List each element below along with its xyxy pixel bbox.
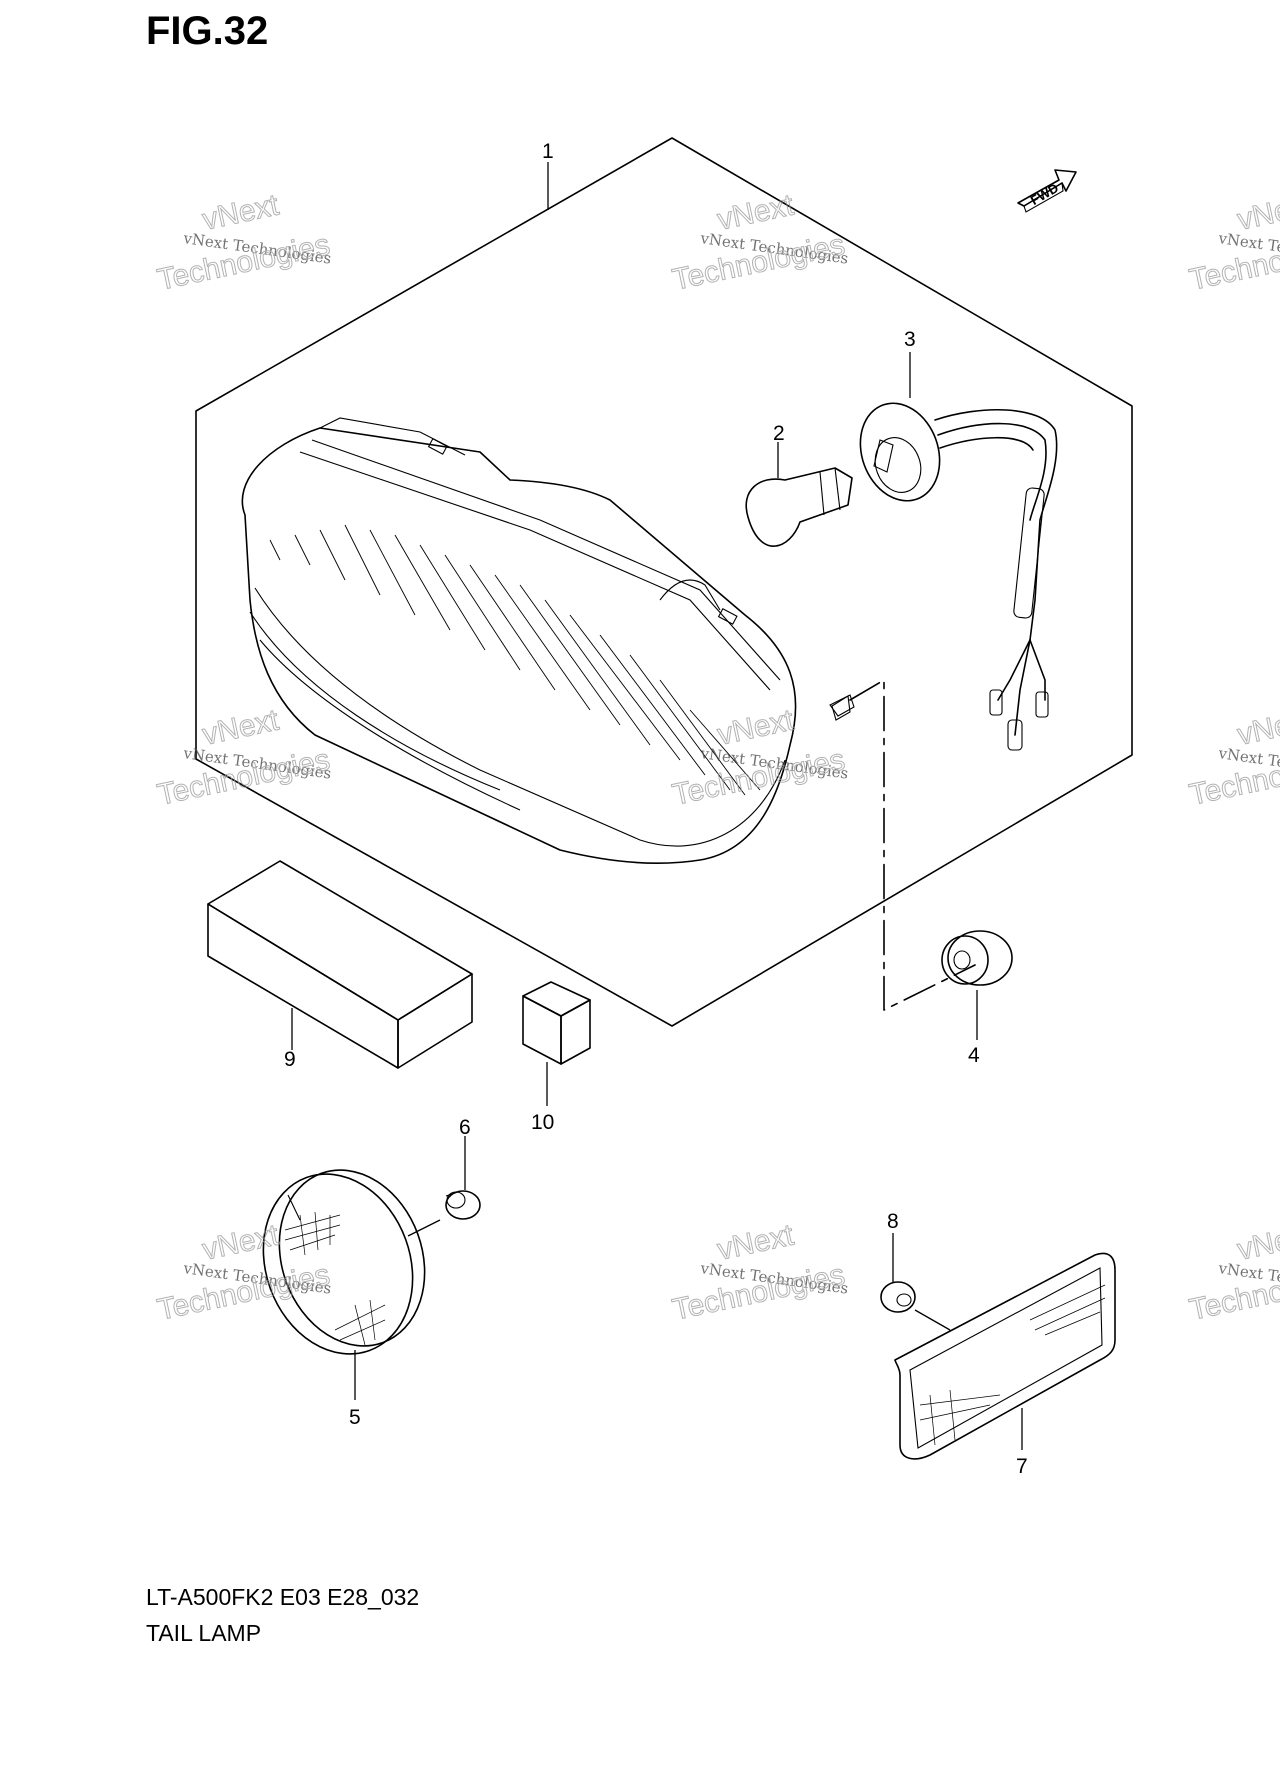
model-code: LT-A500FK2 E03 E28_032 <box>146 1584 419 1610</box>
svg-text:vNext: vNext <box>200 703 283 751</box>
svg-text:vNext: vNext <box>200 188 283 236</box>
svg-text:vNext: vNext <box>715 703 798 751</box>
watermark-3: vNext vNext Technologies Technologies <box>1186 188 1280 297</box>
svg-text:vNext: vNext <box>1235 1218 1280 1266</box>
watermark-8: vNext vNext Technologies Technologies <box>669 1218 849 1327</box>
callout-8: 8 <box>887 1210 899 1233</box>
callout-3: 3 <box>904 328 916 351</box>
svg-text:vNext: vNext <box>1235 188 1280 236</box>
tail-lamp-housing <box>241 417 855 865</box>
svg-text:vNext: vNext <box>715 188 798 236</box>
watermark-1: vNext vNext Technologies Technologies <box>154 188 333 297</box>
cushion-large <box>207 860 473 1069</box>
watermark-6: vNext vNext Technologies Technologies <box>1186 703 1280 812</box>
nut-lower <box>880 1281 916 1313</box>
svg-text:vNext: vNext <box>715 1218 798 1266</box>
rectangular-reflector <box>894 1252 1116 1460</box>
grommet <box>941 930 1013 986</box>
bulb <box>745 467 853 547</box>
callout-9: 9 <box>284 1048 296 1071</box>
nut-upper <box>445 1190 481 1220</box>
callout-6: 6 <box>459 1116 471 1139</box>
section-name: TAIL LAMP <box>146 1620 261 1646</box>
watermark-7: vNext vNext Technologies Technologies <box>154 1218 333 1327</box>
assembly-outline <box>195 137 1133 1027</box>
callout-1: 1 <box>542 140 554 163</box>
callout-7: 7 <box>1016 1455 1028 1478</box>
watermark-9: vNext vNext Technologies Technologies <box>1186 1218 1280 1327</box>
socket-harness <box>859 402 1058 751</box>
leader-lines <box>291 162 1023 1450</box>
watermark-5: vNext vNext Technologies Technologies <box>669 703 849 812</box>
fwd-arrow-icon: FWD <box>1017 169 1077 213</box>
callout-10: 10 <box>531 1111 554 1134</box>
fwd-label: FWD <box>1028 180 1061 208</box>
svg-text:vNext: vNext <box>1235 703 1280 751</box>
callout-5: 5 <box>349 1406 361 1429</box>
watermark-2: vNext vNext Technologies Technologies <box>669 188 849 297</box>
callout-2: 2 <box>773 422 785 445</box>
callout-4: 4 <box>968 1044 980 1067</box>
round-reflector <box>262 1169 426 1355</box>
cushion-small <box>522 981 591 1065</box>
watermark-4: vNext vNext Technologies Technologies <box>154 703 333 812</box>
figure-title: FIG.32 <box>146 9 268 53</box>
svg-text:vNext: vNext <box>200 1218 283 1266</box>
